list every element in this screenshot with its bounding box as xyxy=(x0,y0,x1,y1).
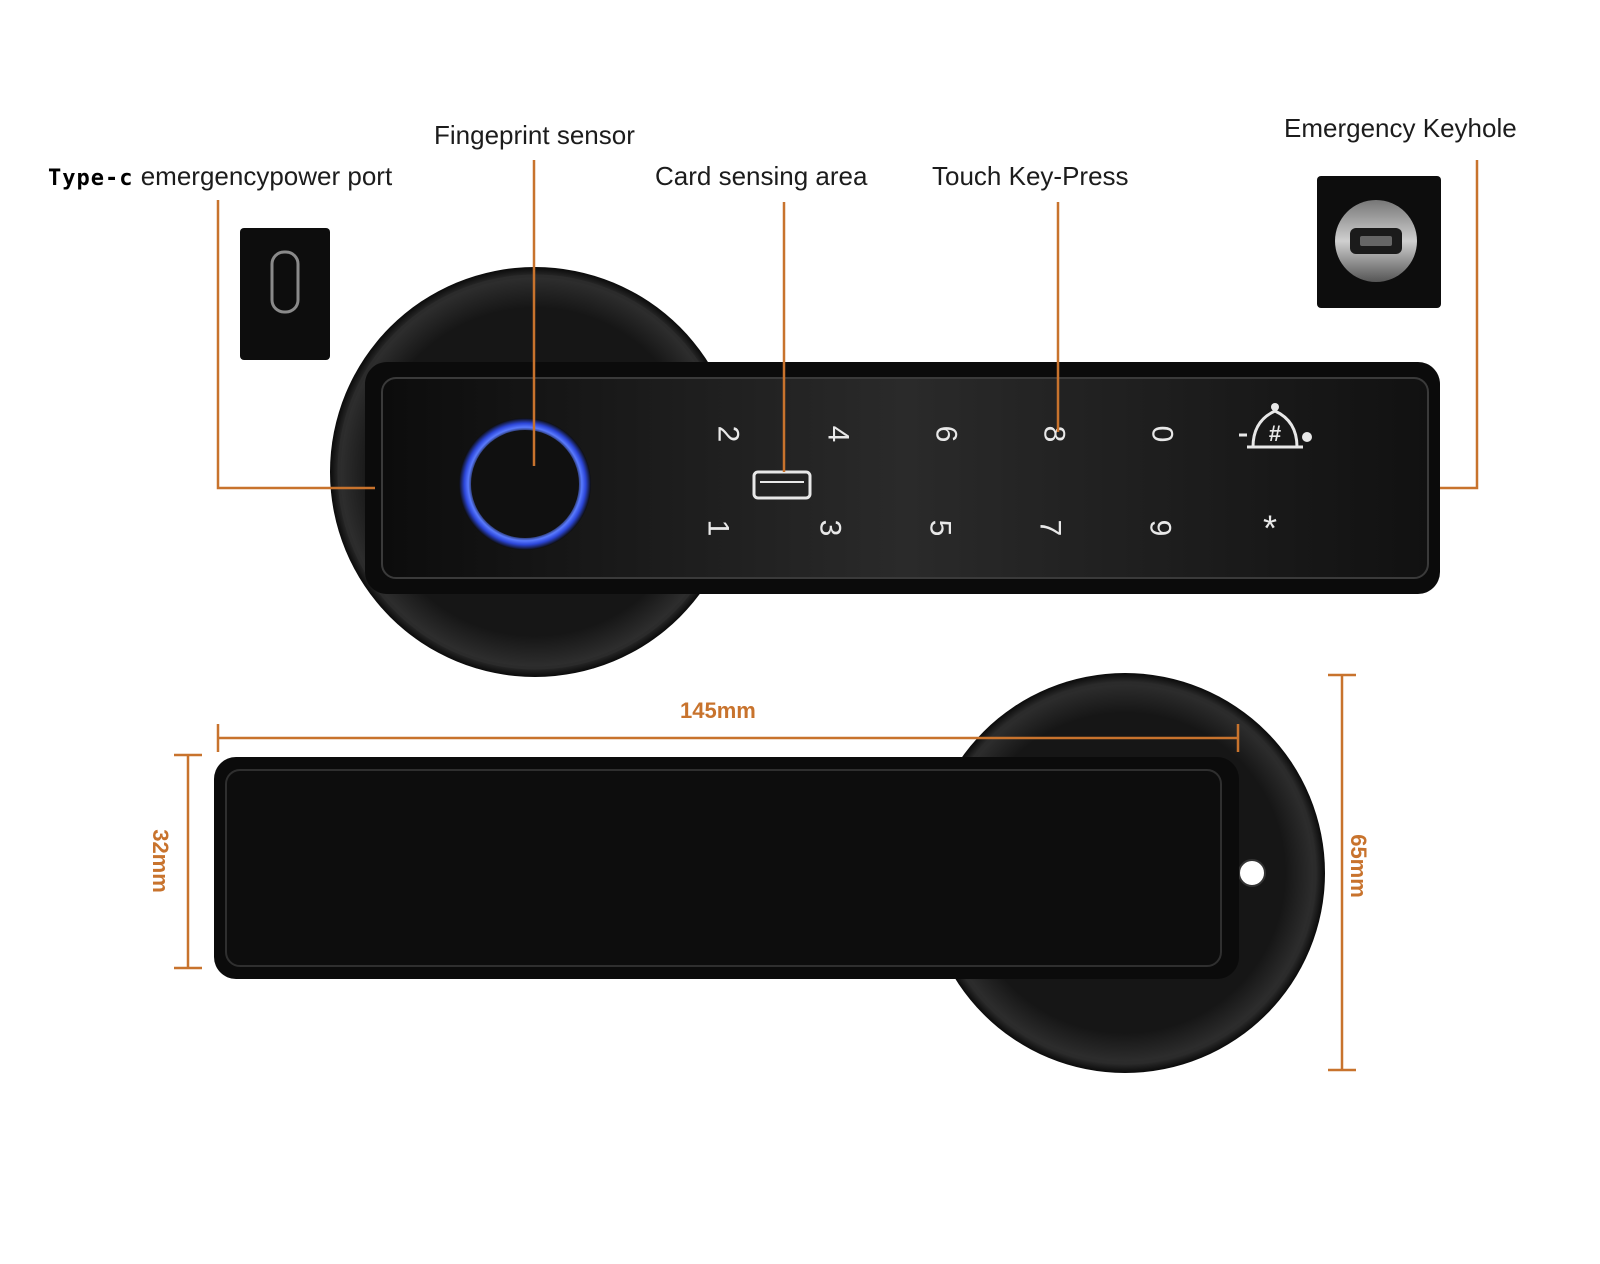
front-view-lock: 2 4 6 8 0 1 3 5 7 9 * # xyxy=(330,267,1440,677)
usb-c-port-inset xyxy=(240,228,330,360)
keypad-key-bottom-5[interactable]: * xyxy=(1263,508,1277,549)
bell-hash-label: # xyxy=(1269,421,1281,446)
dimension-lines xyxy=(174,673,1356,1072)
keypad-key-top-4[interactable]: 0 xyxy=(1146,426,1179,443)
type-c-rest: emergencypower port xyxy=(140,161,393,191)
emergency-keyhole-label: Emergency Keyhole xyxy=(1284,113,1517,143)
length-dimension-label: 145mm xyxy=(680,698,756,723)
usb-c-port-icon xyxy=(270,250,300,314)
fingerprint-sensor-label: Fingeprint sensor xyxy=(434,120,635,150)
keypad-key-top-3[interactable]: 8 xyxy=(1038,426,1071,443)
keypad-bottom-row: 1 3 5 7 9 * xyxy=(702,508,1278,549)
keypad-key-top-2[interactable]: 6 xyxy=(930,426,963,443)
card-reader-icon xyxy=(752,470,812,500)
card-sensing-area-label: Card sensing area xyxy=(655,161,868,191)
front-handle-panel xyxy=(381,377,1429,579)
keypad-key-bottom-0[interactable]: 1 xyxy=(702,520,735,537)
keypad-key-top-0[interactable]: 2 xyxy=(712,426,745,443)
rear-screw-hole xyxy=(1238,859,1266,887)
type-c-port-label: Type-c emergencypower port xyxy=(48,163,392,190)
keypad-key-bottom-4[interactable]: 9 xyxy=(1144,520,1177,537)
keyhole-inset xyxy=(1317,176,1441,308)
keypad-key-bottom-2[interactable]: 5 xyxy=(924,520,957,537)
keypad-top-row: 2 4 6 8 0 xyxy=(712,426,1179,443)
keypad-key-top-1[interactable]: 4 xyxy=(822,426,855,443)
fingerprint-sensor-core xyxy=(471,430,579,538)
keypad-key-bottom-1[interactable]: 3 xyxy=(814,520,847,537)
keypad-key-bottom-3[interactable]: 7 xyxy=(1034,520,1067,537)
doorbell-icon[interactable]: # xyxy=(1239,403,1312,449)
rose-diameter-dimension-label: 65mm xyxy=(1345,834,1371,898)
rear-view-lock xyxy=(214,673,1325,1073)
leader-lines xyxy=(216,160,1479,490)
touch-key-press-label: Touch Key-Press xyxy=(932,161,1129,191)
type-c-prefix: Type-c xyxy=(48,166,134,191)
rear-handle-panel xyxy=(225,769,1222,967)
height-dimension-label: 32mm xyxy=(147,829,173,893)
